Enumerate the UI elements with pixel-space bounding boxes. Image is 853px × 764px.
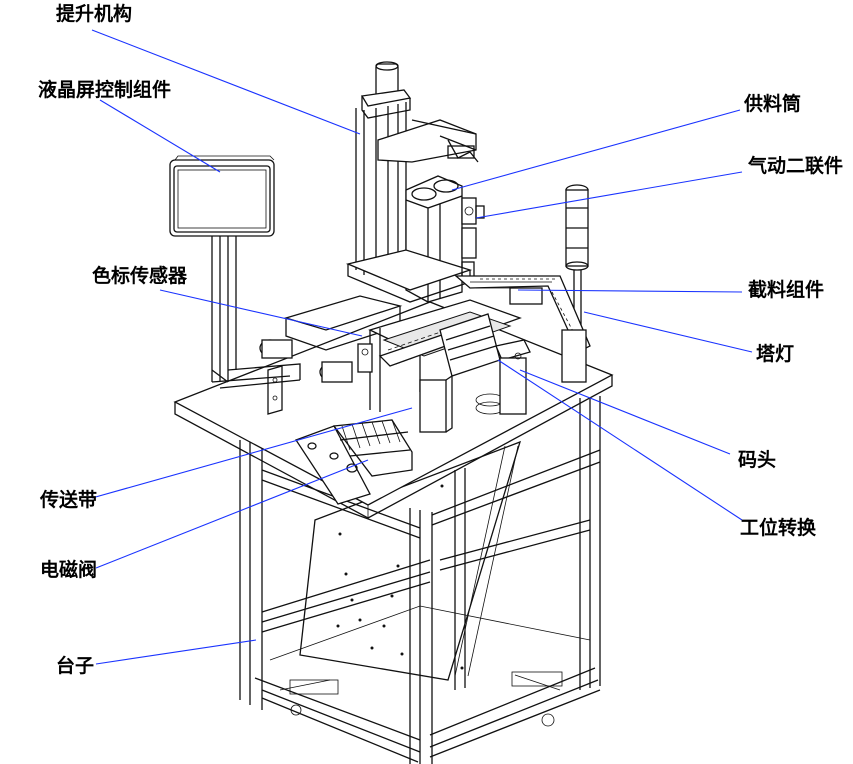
label-tower-light: 塔灯 (756, 342, 794, 365)
label-lift: 提升机构 (56, 2, 132, 25)
stopper (495, 339, 531, 415)
label-frl: 气动二联件 (747, 154, 843, 177)
color-sensor (357, 343, 373, 373)
label-belt: 传送带 (39, 488, 97, 511)
panel-holes (336, 484, 464, 670)
label-table: 台子 (56, 654, 94, 677)
cutoff-assembly (454, 275, 591, 383)
label-solenoid: 电磁阀 (40, 558, 97, 581)
label-feeder: 供料筒 (743, 92, 801, 115)
leader-frl (475, 171, 743, 219)
label-station-switch: 工位转换 (740, 516, 817, 539)
leader-feeder (451, 109, 741, 191)
label-cutoff: 截料组件 (748, 278, 824, 301)
label-lcd: 液晶屏控制组件 (38, 78, 171, 101)
leader-belt (91, 407, 413, 499)
leader-lcd (99, 99, 221, 173)
leader-color-sensor (159, 289, 363, 337)
leader-tower-light (583, 311, 753, 353)
conveyor-belt (259, 295, 522, 433)
leader-cutoff (517, 289, 743, 293)
lcd-control-assembly (169, 155, 301, 415)
leader-table (95, 639, 257, 665)
table-frame (239, 396, 601, 764)
lift-mechanism (345, 61, 479, 303)
solenoid-valve-bank (295, 419, 413, 505)
callout-labels: 提升机构 液晶屏控制组件 供料筒 气动二联件 色标传感器 截料组件 塔灯 码头 … (38, 2, 843, 677)
leader-stopper (519, 369, 731, 455)
leader-lines (91, 29, 753, 665)
label-stopper: 码头 (738, 449, 776, 471)
pneumatic-frl-unit (461, 197, 485, 279)
leader-lift (91, 29, 361, 135)
leader-station-switch (497, 359, 743, 521)
label-color-sensor: 色标传感器 (92, 264, 188, 287)
leader-solenoid (95, 459, 369, 569)
